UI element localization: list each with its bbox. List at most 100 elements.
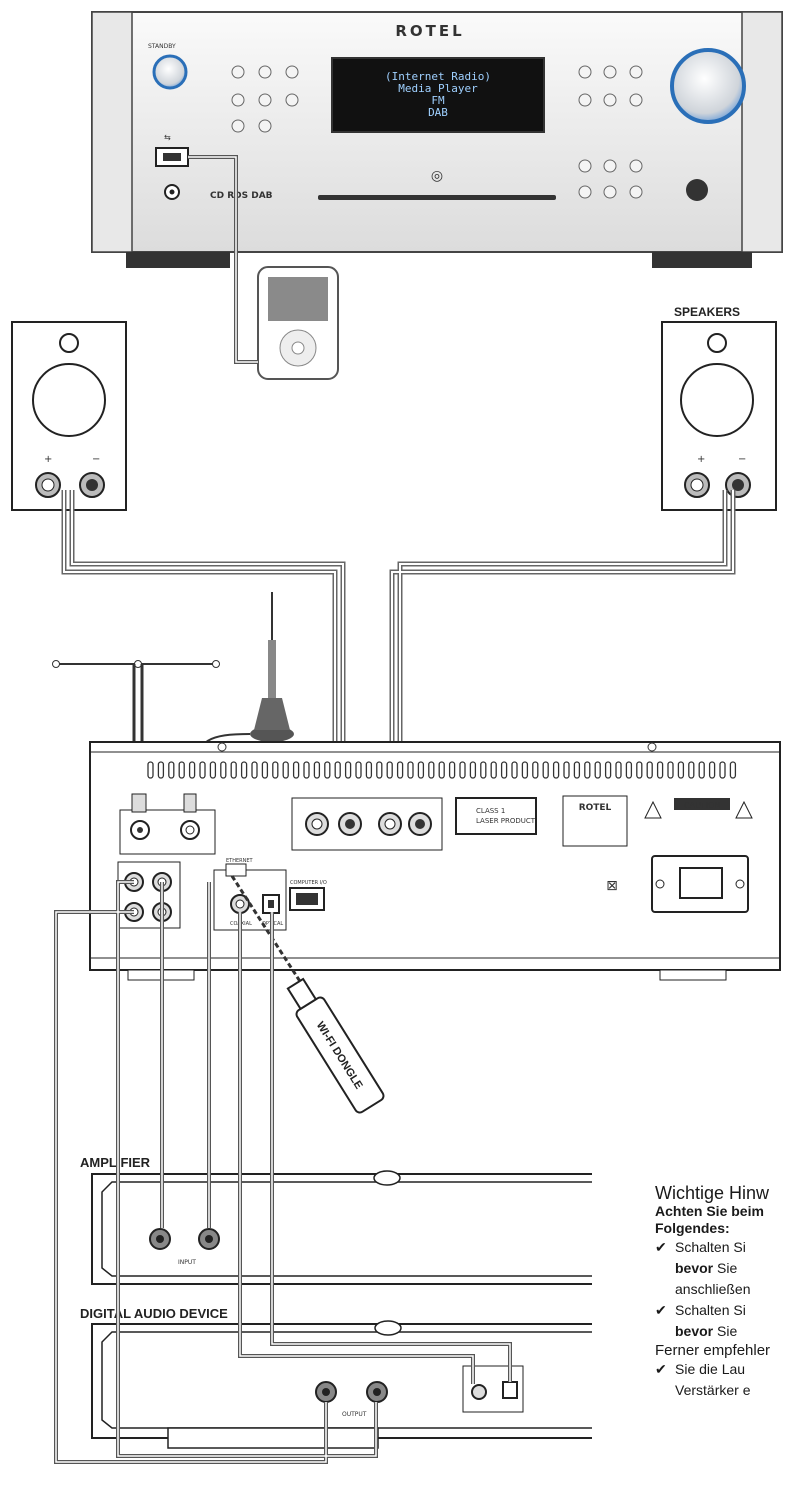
vent-slot (594, 761, 601, 779)
laser-line-1: CLASS 1 (476, 807, 505, 815)
check-icon: ✔ (655, 1302, 667, 1318)
svg-text:−: − (92, 454, 100, 465)
vent-slot (719, 761, 726, 779)
dab-antenna (195, 592, 294, 790)
vent-slot (251, 761, 258, 779)
note-item-1-line-2: bevor Sie (675, 1260, 738, 1276)
computer-io-label: COMPUTER I/O (290, 880, 327, 886)
vent-slot (428, 761, 435, 779)
ethernet-label: ETHERNET (226, 858, 254, 864)
laser-line-2: LASER PRODUCT (476, 817, 536, 825)
vent-slot (480, 761, 487, 779)
vent-slot (344, 761, 352, 779)
front-display (331, 57, 545, 133)
display-line-4: DAB (428, 106, 448, 119)
vent-slot (292, 761, 300, 779)
check-icon: ✔ (655, 1361, 667, 1377)
receiver-foot-left (126, 252, 230, 268)
vent-slot (698, 761, 705, 779)
speaker-left: + − (11, 321, 127, 511)
vent-slot (417, 761, 425, 779)
vent-slot (261, 761, 269, 779)
standby-button[interactable] (152, 54, 188, 90)
note-item-3-line-2: Verstärker e (675, 1382, 751, 1398)
vent-slot (573, 761, 581, 779)
left-button-cluster (231, 65, 299, 133)
vent-slot (490, 761, 497, 779)
note-item-1-line-3: anschließen (675, 1281, 751, 1297)
wifi-dongle: WI-FI DONGLE (286, 977, 385, 1114)
vent-slot (220, 761, 227, 779)
check-icon: ✔ (655, 1239, 667, 1255)
amplifier-label: AMPLIFIER (80, 1155, 151, 1170)
vent-slot (147, 761, 154, 779)
vent-slot (209, 761, 217, 779)
svg-text:+: + (697, 454, 705, 465)
vent-slot (376, 761, 383, 779)
rear-brand-logo: ROTEL (579, 803, 612, 813)
vent-slot (334, 761, 341, 779)
vent-slot (459, 761, 466, 779)
cd-slot[interactable] (318, 195, 556, 200)
speaker-cables (61, 490, 736, 780)
volume-knob[interactable] (670, 48, 746, 124)
vent-slot (469, 761, 477, 779)
speakers-label: SPEAKERS (674, 305, 740, 319)
vent-slot (355, 761, 362, 779)
vent-slot (365, 761, 373, 779)
right-button-cluster (578, 65, 643, 199)
receiver-front-panel: ROTEL STANDBY (Internet Radio) Media Pla… (91, 11, 783, 268)
vent-slot (656, 761, 664, 779)
note-item-2: ✔Schalten Si (655, 1300, 792, 1321)
notes-line-2: Folgendes: (655, 1220, 730, 1236)
vent-slot (157, 761, 165, 779)
svg-text:+: + (44, 454, 52, 465)
vent-slot (303, 761, 310, 779)
vent-slot (438, 761, 445, 779)
vent-slot (386, 761, 393, 779)
vent-slot (729, 761, 737, 779)
caution-label: CAUTION (684, 801, 720, 810)
vent-slot (448, 761, 456, 779)
vent-slot (282, 761, 289, 779)
vent-slot (584, 761, 591, 779)
vent-slot (604, 761, 612, 779)
input-label: INPUT (178, 1259, 196, 1266)
vent-slot (272, 761, 279, 779)
usb-icon: ⇆ (164, 133, 171, 142)
display-line-3: FM (431, 94, 445, 107)
format-logos: CD RDS DAB (210, 191, 273, 201)
disc-icon: ◎ (431, 168, 443, 184)
vent-slot (521, 761, 529, 779)
vent-slot (625, 761, 633, 779)
vent-slot (324, 761, 331, 779)
notes-title: Wichtige Hinw (655, 1183, 770, 1203)
vent-slot (667, 761, 674, 779)
vent-slot (230, 761, 237, 779)
vent-slot (646, 761, 653, 779)
vent-slot (552, 761, 560, 779)
vent-slot (688, 761, 695, 779)
vent-slot (407, 761, 414, 779)
notes-line-3: Ferner empfehler (655, 1342, 771, 1359)
vent-slot (708, 761, 716, 779)
receiver-foot-right (652, 252, 752, 268)
vent-slot (500, 761, 508, 779)
amplifier: INPUT (91, 1170, 592, 1285)
ipod-icon (257, 266, 339, 380)
notes-line-1: Achten Sie beim (655, 1203, 764, 1219)
note-item-2-line-2: bevor Sie (675, 1323, 738, 1339)
ir-sensor (686, 179, 708, 201)
vent-slot (199, 761, 206, 779)
vent-slot (168, 761, 175, 779)
digital-audio-device-label: DIGITAL AUDIO DEVICE (80, 1306, 228, 1321)
brand-logo: ROTEL (395, 22, 464, 40)
display-line-1: (Internet Radio) (385, 70, 491, 83)
weee-icon: ⊠ (606, 878, 618, 894)
display-line-2: Media Player (398, 82, 478, 95)
vent-slot (188, 761, 196, 779)
vent-slot (615, 761, 622, 779)
vent-slot (511, 761, 518, 779)
output-label: OUTPUT (342, 1411, 367, 1418)
note-item-3: ✔Sie die Lau (655, 1359, 792, 1380)
